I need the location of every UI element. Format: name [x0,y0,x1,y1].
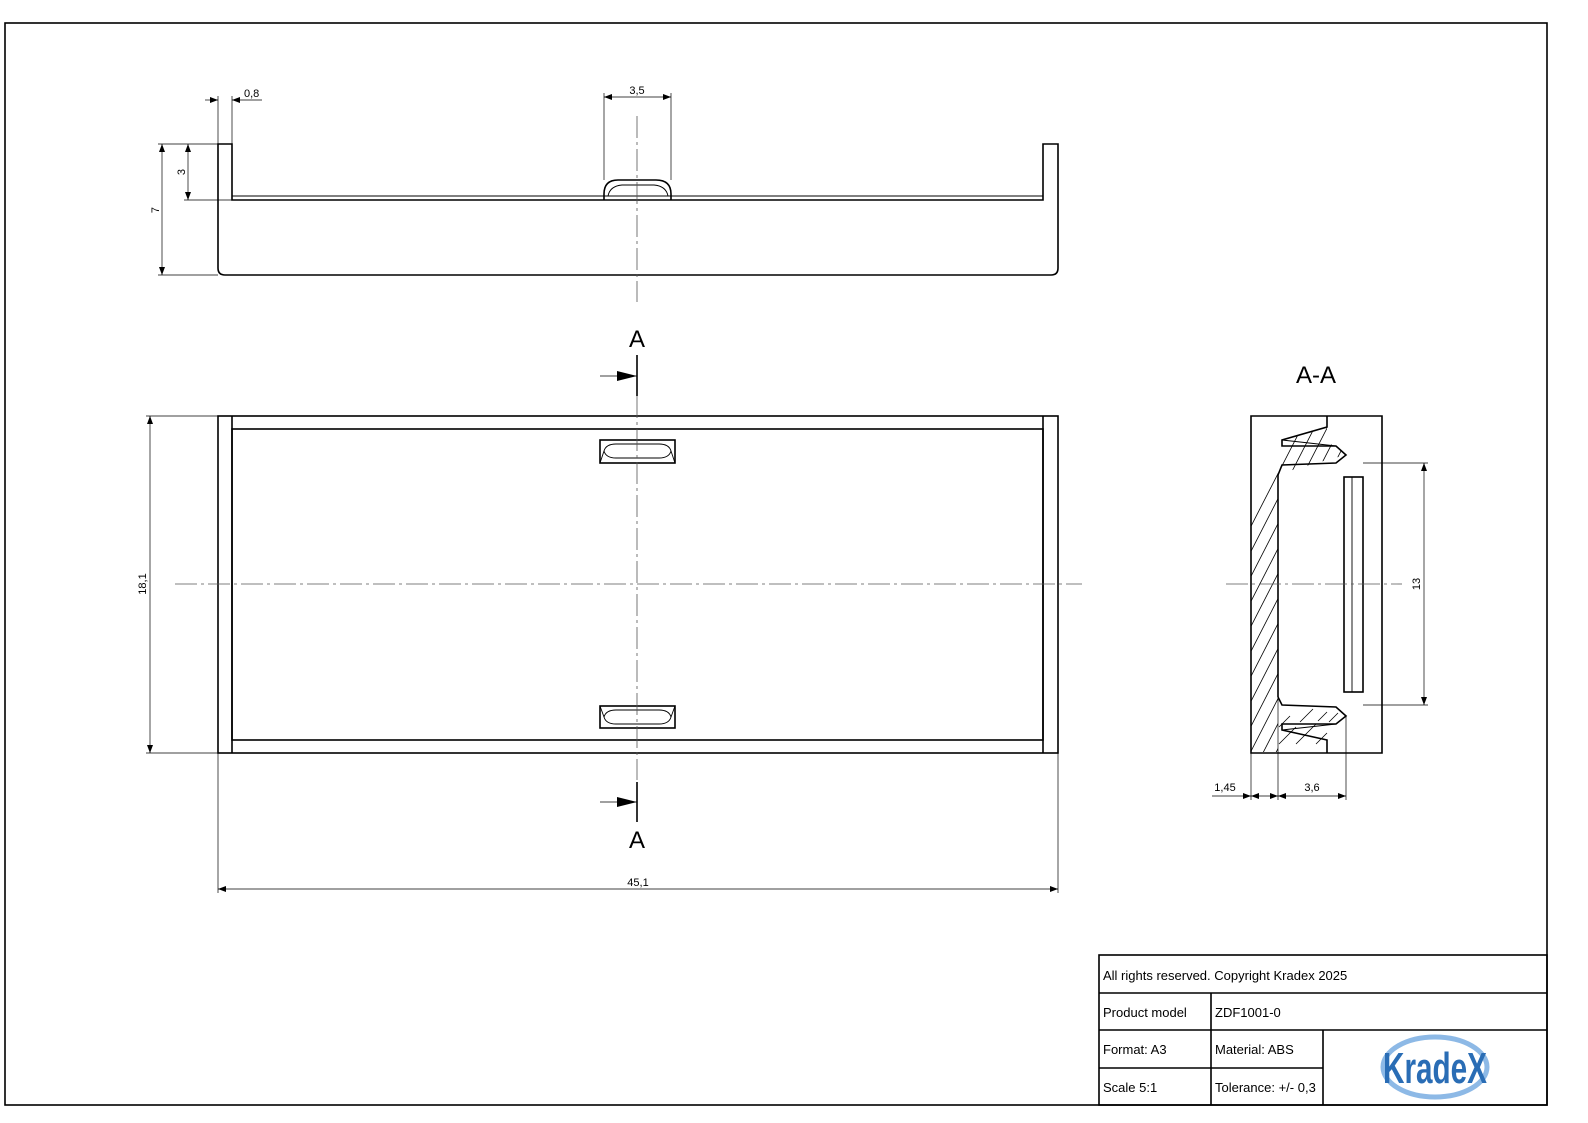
scale-text: Scale 5:1 [1103,1080,1157,1095]
section-marker-top: A [600,326,645,396]
dim-wall-height: 3 [176,169,188,175]
side-view: 0,8 3,5 3 7 [150,85,1059,302]
tolerance-text: Tolerance: +/- 0,3 [1215,1080,1316,1095]
dim-section-inner: 13 [1411,578,1423,590]
clip-bottom [599,705,676,729]
sheet-border [4,22,1548,1106]
dim-clip-width: 3,5 [629,85,644,97]
dim-section-wall: 1,45 [1214,782,1235,794]
section-view: A-A [1212,362,1428,800]
copyright-text: All rights reserved. Copyright Kradex 20… [1103,968,1347,983]
dim-width: 18,1 [137,573,149,594]
dim-length: 45,1 [627,877,648,889]
svg-text:A: A [629,326,645,353]
plan-view: 18,1 45,1 [137,396,1082,893]
dim-wall: 0,8 [244,88,259,100]
dim-total-height: 7 [150,207,162,213]
clip-bump [603,179,672,200]
dim-section-depth: 3,6 [1304,782,1319,794]
section-marker-bottom: A [600,782,645,854]
title-block: All rights reserved. Copyright Kradex 20… [1098,954,1548,1106]
material-text: Material: ABS [1215,1042,1294,1057]
kradex-logo: KradeX [1380,1034,1490,1100]
svg-text:KradeX: KradeX [1383,1044,1487,1093]
svg-text:A: A [629,827,645,854]
product-model-label: Product model [1103,1005,1187,1020]
format-text: Format: A3 [1103,1042,1167,1057]
section-title: A-A [1296,362,1336,389]
product-model-value: ZDF1001-0 [1215,1005,1281,1020]
clip-top [599,439,676,464]
